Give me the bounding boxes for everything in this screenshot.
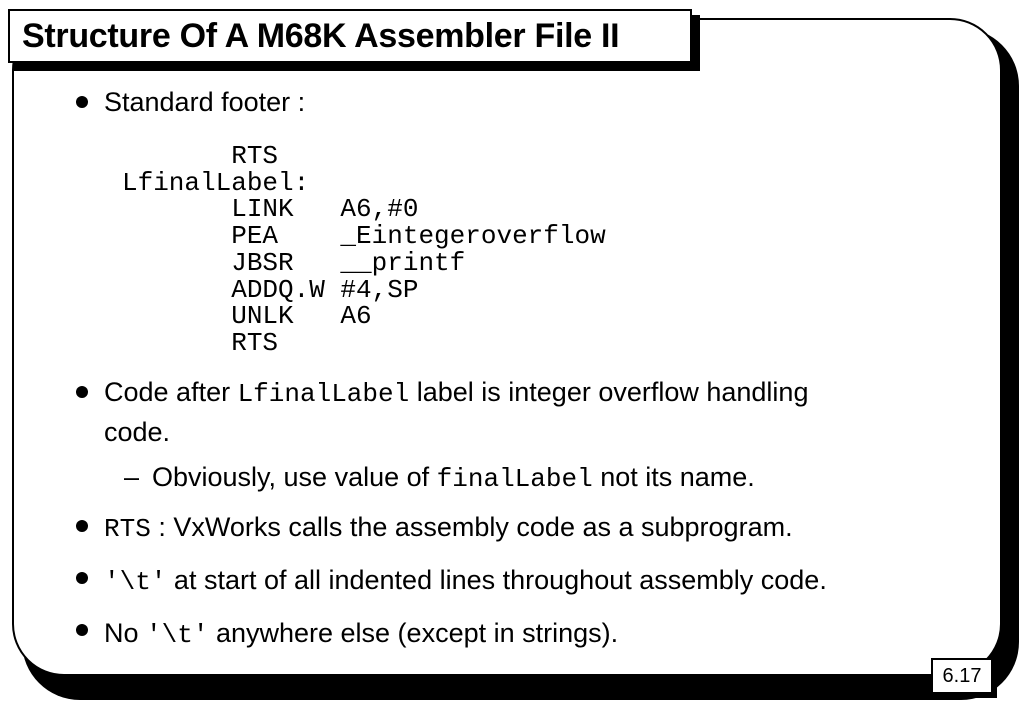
bullet-text: Code after (104, 377, 238, 407)
bullet-text: No (104, 618, 147, 648)
bullet-dot-icon (76, 520, 88, 532)
bullet-code-after-continued: code. (104, 412, 170, 452)
bullet-dot-icon (76, 624, 88, 636)
dash-bullet-icon: – (124, 462, 140, 492)
slide-frame (12, 18, 1002, 676)
slide-title: Structure Of A M68K Assembler File II (22, 17, 620, 55)
subbullet-obviously: Obviously, use value of finalLabel not i… (152, 457, 755, 499)
bullet-no-tab: No '\t' anywhere else (except in strings… (104, 613, 618, 655)
inline-code: '\t' (104, 567, 167, 597)
bullet-text: at start of all indented lines throughou… (166, 565, 827, 595)
bullet-text: not its name. (592, 462, 755, 492)
inline-code: '\t' (146, 620, 209, 650)
bullet-text: label is integer overflow handling (409, 377, 809, 407)
bullet-text: Standard footer : (104, 87, 306, 117)
inline-code: RTS (104, 514, 151, 544)
bullet-tab-start: '\t' at start of all indented lines thro… (104, 560, 827, 602)
code-listing: RTS LfinalLabel: LINK A6,#0 PEA _Eintege… (122, 141, 606, 358)
page-number: 6.17 (942, 664, 982, 687)
title-box: Structure Of A M68K Assembler File II (8, 9, 692, 63)
bullet-dot-icon (76, 386, 88, 398)
bullet-code-after: Code after LfinalLabel label is integer … (104, 372, 808, 414)
bullet-text: : VxWorks calls the assembly code as a s… (150, 512, 793, 542)
bullet-rts: RTS : VxWorks calls the assembly code as… (104, 507, 793, 549)
inline-code: finalLabel (436, 464, 593, 494)
bullet-text: code. (104, 417, 171, 447)
page-number-box: 6.17 (931, 658, 993, 694)
bullet-dot-icon (76, 96, 88, 108)
inline-code: LfinalLabel (237, 379, 410, 409)
bullet-text: Obviously, use value of (152, 462, 437, 492)
bullet-dot-icon (76, 572, 88, 584)
bullet-standard-footer: Standard footer : (104, 82, 305, 122)
bullet-text: anywhere else (except in strings). (208, 618, 619, 648)
